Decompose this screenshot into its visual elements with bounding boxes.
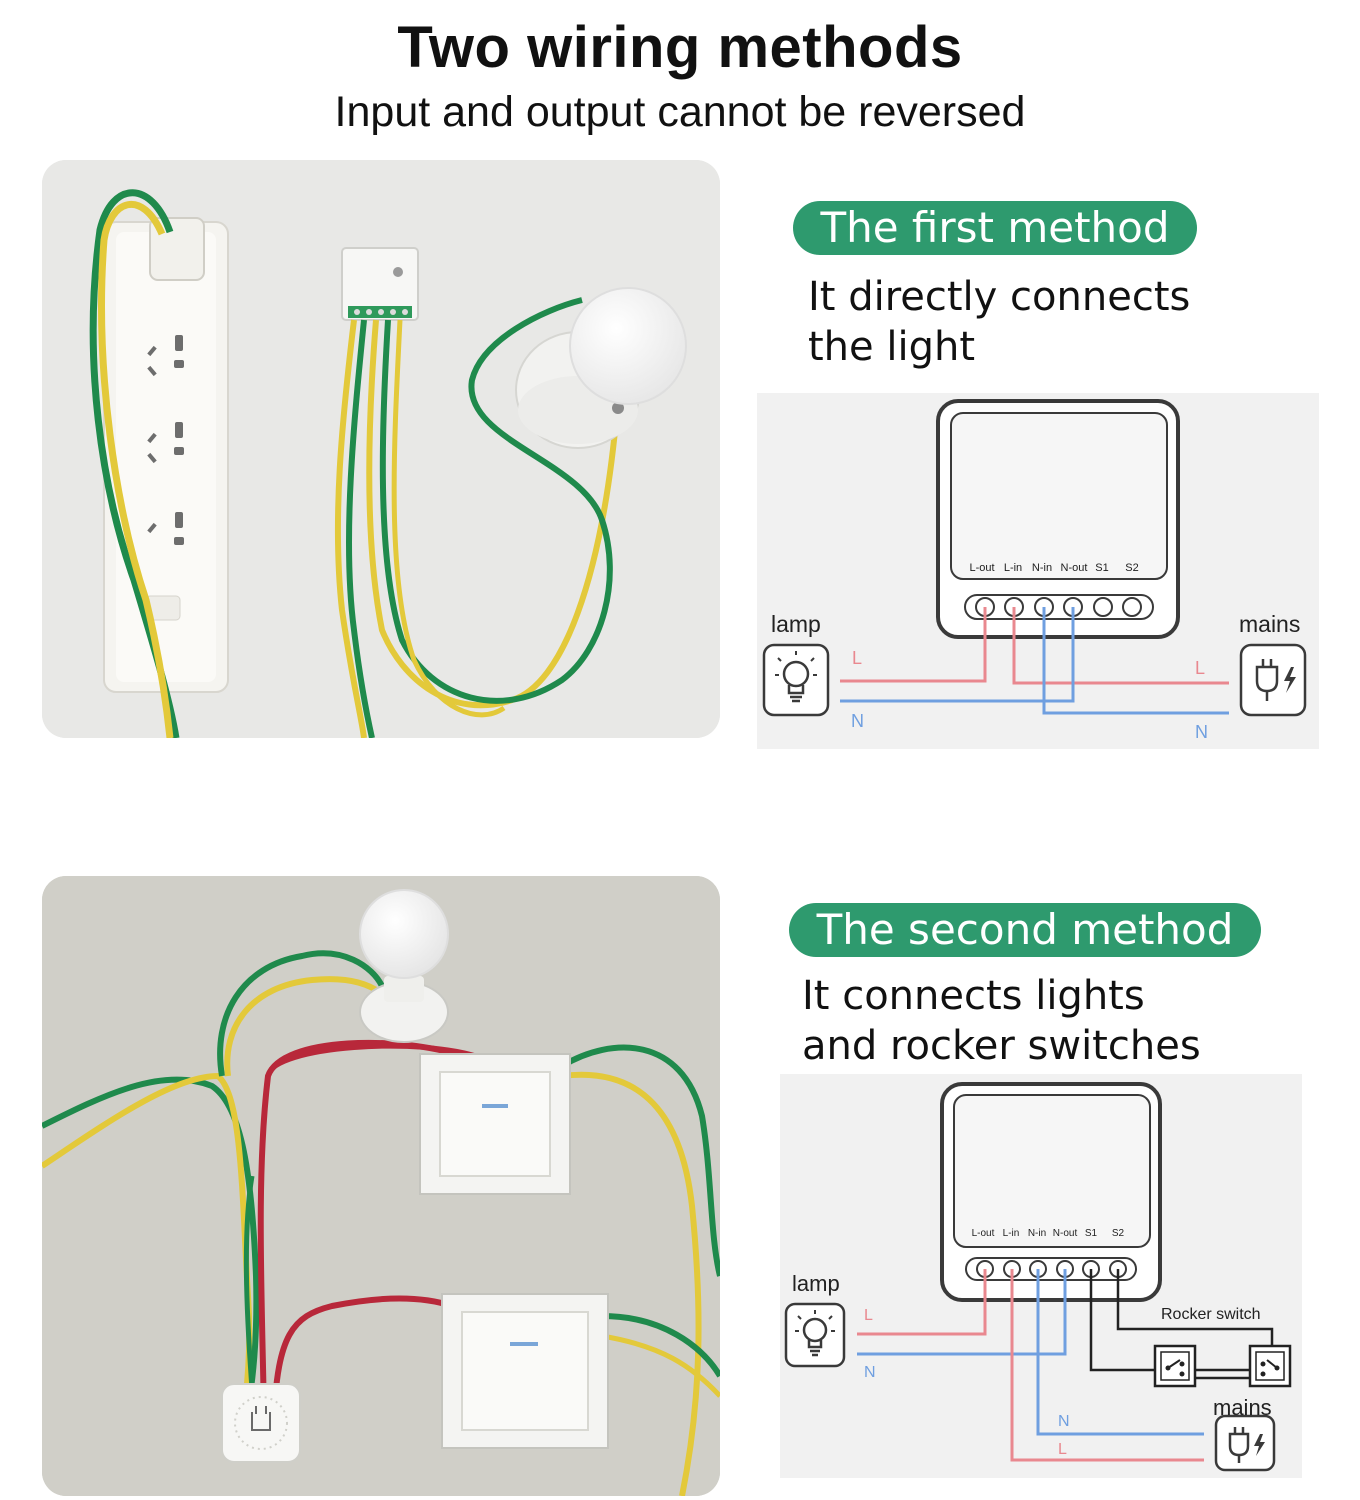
- controller-module: [221, 1383, 301, 1463]
- method2-badge: The second method: [789, 903, 1261, 957]
- wire-label-l: L: [852, 648, 862, 668]
- terminal-label: S2: [1125, 562, 1138, 574]
- method1-badge: The first method: [793, 201, 1197, 255]
- mains-plug-icon: [1239, 643, 1307, 717]
- terminal-label: L-out: [972, 1228, 995, 1239]
- terminal-label: N-in: [1032, 562, 1052, 574]
- neutral-wire-mains: [1042, 607, 1229, 715]
- lamp-holder: [359, 889, 449, 1043]
- wire-label-n: N: [864, 1364, 876, 1381]
- terminal-label: L-in: [1004, 562, 1022, 574]
- rocker-switch-icon: [1248, 1344, 1292, 1388]
- method1-wiring-diagram: L-out L-in N-in N-out S1 S2 L N L N: [757, 393, 1319, 749]
- method1-photo: [42, 160, 720, 738]
- neutral-wire-mains: [1036, 1269, 1204, 1436]
- switch-module: L-out L-in N-in N-out S1 S2: [936, 399, 1180, 639]
- terminal-label: L-in: [1003, 1228, 1020, 1239]
- method1-desc-line2: the light: [808, 324, 976, 370]
- power-strip: [103, 217, 229, 693]
- page-title: Two wiring methods: [397, 15, 963, 80]
- terminal-label: L-out: [969, 562, 994, 574]
- terminal-label: N-in: [1028, 1228, 1046, 1239]
- method2-desc-line2: and rocker switches: [802, 1023, 1201, 1069]
- live-wire-mains: [1012, 607, 1229, 685]
- terminal-s2: [1122, 597, 1142, 617]
- method2-photo: [42, 876, 720, 1496]
- mains-label: mains: [1213, 1395, 1272, 1420]
- terminal-label: N-out: [1053, 1228, 1078, 1239]
- method2-desc-line1: It connects lights: [802, 973, 1145, 1019]
- terminal-label: S1: [1085, 1228, 1098, 1239]
- rocker-switch-label: Rocker switch: [1161, 1306, 1261, 1323]
- live-wire-mains: [1010, 1269, 1204, 1462]
- neutral-wire-lamp: [840, 607, 1075, 703]
- lamp-holder: [515, 287, 687, 449]
- terminal-label: N-out: [1061, 562, 1088, 574]
- page-subtitle: Input and output cannot be reversed: [334, 88, 1026, 136]
- controller-module: [341, 247, 419, 321]
- mains-label: mains: [1239, 611, 1300, 637]
- lamp-label: lamp: [771, 611, 821, 637]
- wire-label-l: L: [1058, 1441, 1067, 1458]
- terminal-s1: [1093, 597, 1113, 617]
- wire-label-l: L: [864, 1307, 873, 1324]
- wire-label-n: N: [1058, 1413, 1070, 1430]
- lamp-label: lamp: [792, 1271, 840, 1296]
- neutral-wire-lamp: [857, 1269, 1067, 1356]
- rocker-switch-photo: [419, 1053, 571, 1195]
- rocker-switch-photo: [441, 1293, 609, 1449]
- wire-label-n: N: [1195, 722, 1208, 742]
- wire-label-n: N: [851, 711, 864, 731]
- terminal-label: S1: [1095, 562, 1108, 574]
- rocker-switch-icon: [1153, 1344, 1197, 1388]
- live-wire-lamp: [840, 607, 987, 683]
- lamp-icon: [784, 1302, 846, 1368]
- live-wire-lamp: [857, 1269, 987, 1336]
- mains-plug-icon: [1214, 1414, 1276, 1472]
- wire-label-l: L: [1195, 658, 1205, 678]
- method2-wiring-diagram: L-out L-in N-in N-out S1 S2: [780, 1074, 1302, 1478]
- switch-module: L-out L-in N-in N-out S1 S2: [940, 1082, 1162, 1302]
- lamp-icon: [762, 643, 830, 717]
- terminal-label: S2: [1112, 1228, 1125, 1239]
- method1-desc-line1: It directly connects: [808, 274, 1191, 320]
